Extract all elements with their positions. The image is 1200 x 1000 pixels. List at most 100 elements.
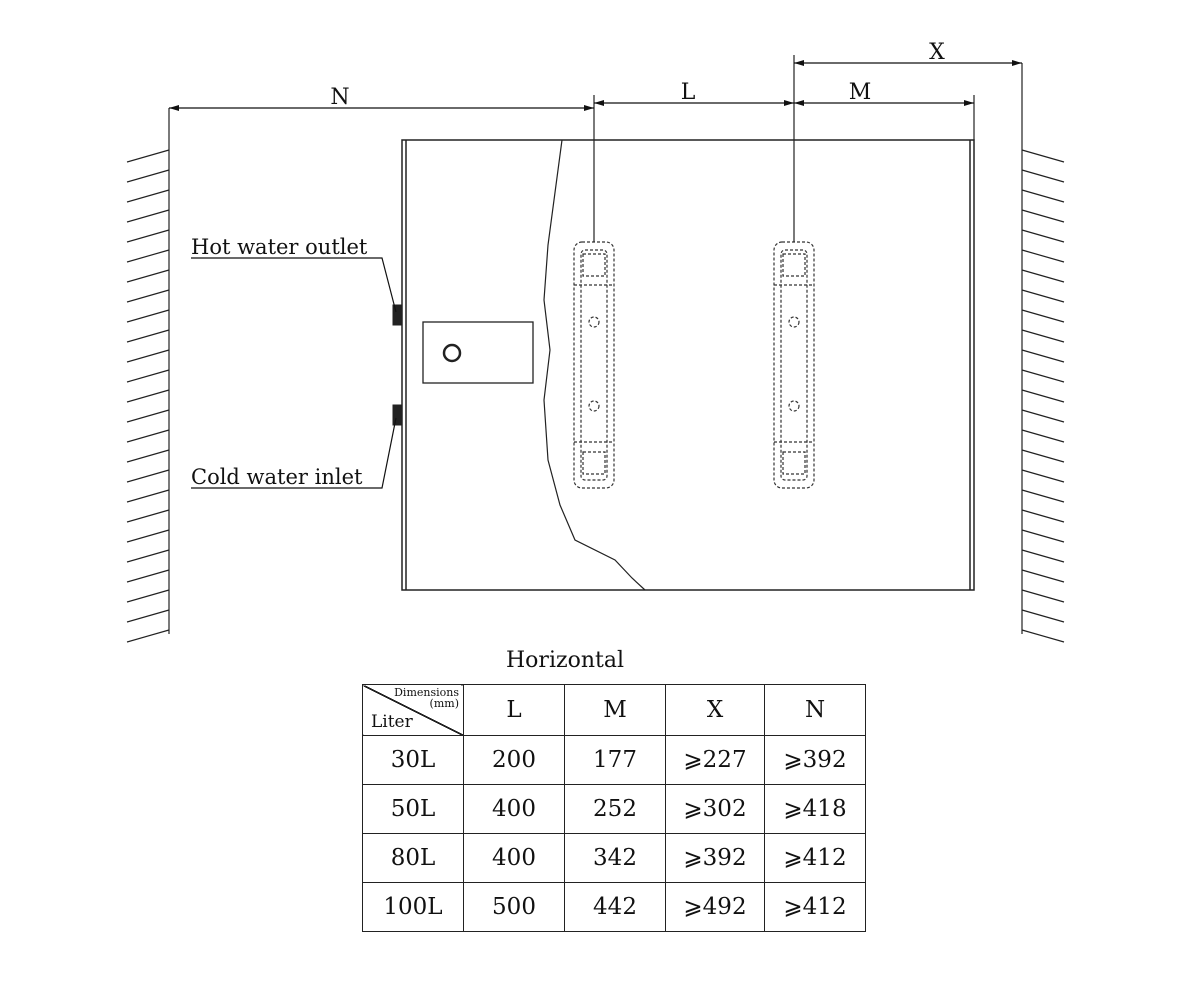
mounting-bracket-left	[573, 241, 615, 489]
wall-hatch-line	[126, 609, 170, 623]
table-header-row: Dimensions(mm) Liter L M X N	[362, 684, 866, 736]
dimension-m-label: M	[849, 80, 872, 105]
wall-hatch-line	[126, 629, 170, 643]
dimension-n-label: N	[330, 85, 349, 110]
column-header-m: M	[564, 684, 666, 736]
wall-hatch-line	[1021, 289, 1065, 303]
mounting-bracket-right	[773, 241, 815, 489]
left-wall	[126, 108, 170, 643]
wall-hatch-line	[126, 289, 170, 303]
corner-dimensions-label: Dimensions(mm)	[394, 686, 459, 710]
wall-hatch-line	[126, 269, 170, 283]
wall-hatch-line	[126, 389, 170, 403]
wall-hatch-line	[1021, 189, 1065, 203]
dimensions-table: Dimensions(mm) Liter L M X N 30L 200 177…	[362, 684, 866, 932]
table-cell: 200	[463, 735, 565, 785]
wall-hatch-line	[1021, 629, 1065, 643]
column-header-l: L	[463, 684, 565, 736]
table-cell: ⩾412	[764, 882, 866, 932]
wall-hatch-line	[126, 589, 170, 603]
table-cell: 80L	[362, 833, 464, 883]
wall-hatch-line	[126, 349, 170, 363]
table-row: 50L 400 252 ⩾302 ⩾418	[362, 784, 866, 834]
wall-hatch-line	[1021, 549, 1065, 563]
wall-hatch-line	[126, 529, 170, 543]
wall-hatch-line	[1021, 409, 1065, 423]
table-cell: 400	[463, 784, 565, 834]
wall-hatch-line	[126, 429, 170, 443]
hot-water-outlet-label: Hot water outlet	[191, 235, 368, 259]
wall-hatch-line	[1021, 349, 1065, 363]
table-cell: ⩾392	[764, 735, 866, 785]
table-cell: 30L	[362, 735, 464, 785]
table-cell: 50L	[362, 784, 464, 834]
table-cell: 252	[564, 784, 666, 834]
wall-hatch-line	[126, 509, 170, 523]
wall-hatch-line	[126, 309, 170, 323]
wall-hatch-line	[126, 409, 170, 423]
table-cell: ⩾418	[764, 784, 866, 834]
table-cell: 400	[463, 833, 565, 883]
dimension-lines	[169, 60, 1022, 111]
wall-hatch-line	[1021, 469, 1065, 483]
table-cell: 100L	[362, 882, 464, 932]
wall-hatch-line	[126, 249, 170, 263]
callout-leaders	[191, 257, 397, 489]
wall-hatch-line	[1021, 149, 1065, 163]
table-cell: ⩾227	[665, 735, 765, 785]
wall-hatch-line	[1021, 529, 1065, 543]
wall-hatch-line	[126, 229, 170, 243]
wall-hatch-line	[1021, 489, 1065, 503]
column-header-x: X	[665, 684, 765, 736]
wall-hatch-line	[126, 189, 170, 203]
table-cell: ⩾392	[665, 833, 765, 883]
table-row: 80L 400 342 ⩾392 ⩾412	[362, 833, 866, 883]
wall-hatch-line	[1021, 209, 1065, 223]
wall-hatch-line	[126, 469, 170, 483]
table-cell: ⩾492	[665, 882, 765, 932]
indicator-circle-icon	[442, 343, 462, 363]
wall-hatch-line	[126, 369, 170, 383]
dimension-x-label: X	[929, 40, 945, 65]
cold-water-inlet-label: Cold water inlet	[191, 465, 363, 489]
table-title: Horizontal	[506, 648, 624, 673]
table-cell: ⩾412	[764, 833, 866, 883]
table-row: 100L 500 442 ⩾492 ⩾412	[362, 882, 866, 932]
wall-hatch-line	[1021, 509, 1065, 523]
wall-hatch-line	[126, 549, 170, 563]
right-wall	[1021, 63, 1065, 643]
column-header-n: N	[764, 684, 866, 736]
table-cell: 342	[564, 833, 666, 883]
wall-hatch-line	[1021, 309, 1065, 323]
wall-hatch-line	[126, 149, 170, 163]
wall-hatch-line	[126, 569, 170, 583]
dimension-l-label: L	[681, 80, 696, 105]
wall-hatch-line	[1021, 449, 1065, 463]
table-cell: 177	[564, 735, 666, 785]
table-cell: 442	[564, 882, 666, 932]
wall-hatch-line	[1021, 229, 1065, 243]
corner-liter-label: Liter	[371, 712, 413, 732]
wall-hatch-line	[126, 329, 170, 343]
wall-hatch-line	[1021, 609, 1065, 623]
table-corner-cell: Dimensions(mm) Liter	[362, 684, 464, 736]
wall-hatch-line	[126, 209, 170, 223]
table-row: 30L 200 177 ⩾227 ⩾392	[362, 735, 866, 785]
wall-hatch-line	[1021, 589, 1065, 603]
extension-lines	[593, 55, 975, 242]
control-panel	[422, 321, 534, 384]
wall-hatch-line	[126, 489, 170, 503]
water-heater-tank	[401, 139, 975, 591]
wall-hatch-line	[1021, 329, 1065, 343]
wall-hatch-line	[1021, 569, 1065, 583]
table-cell: 500	[463, 882, 565, 932]
pipe-fittings	[392, 304, 403, 426]
wall-hatch-line	[1021, 269, 1065, 283]
wall-hatch-line	[1021, 389, 1065, 403]
wall-hatch-line	[1021, 369, 1065, 383]
wall-hatch-line	[1021, 169, 1065, 183]
wall-hatch-line	[1021, 249, 1065, 263]
wall-hatch-line	[126, 449, 170, 463]
wall-hatch-line	[1021, 429, 1065, 443]
